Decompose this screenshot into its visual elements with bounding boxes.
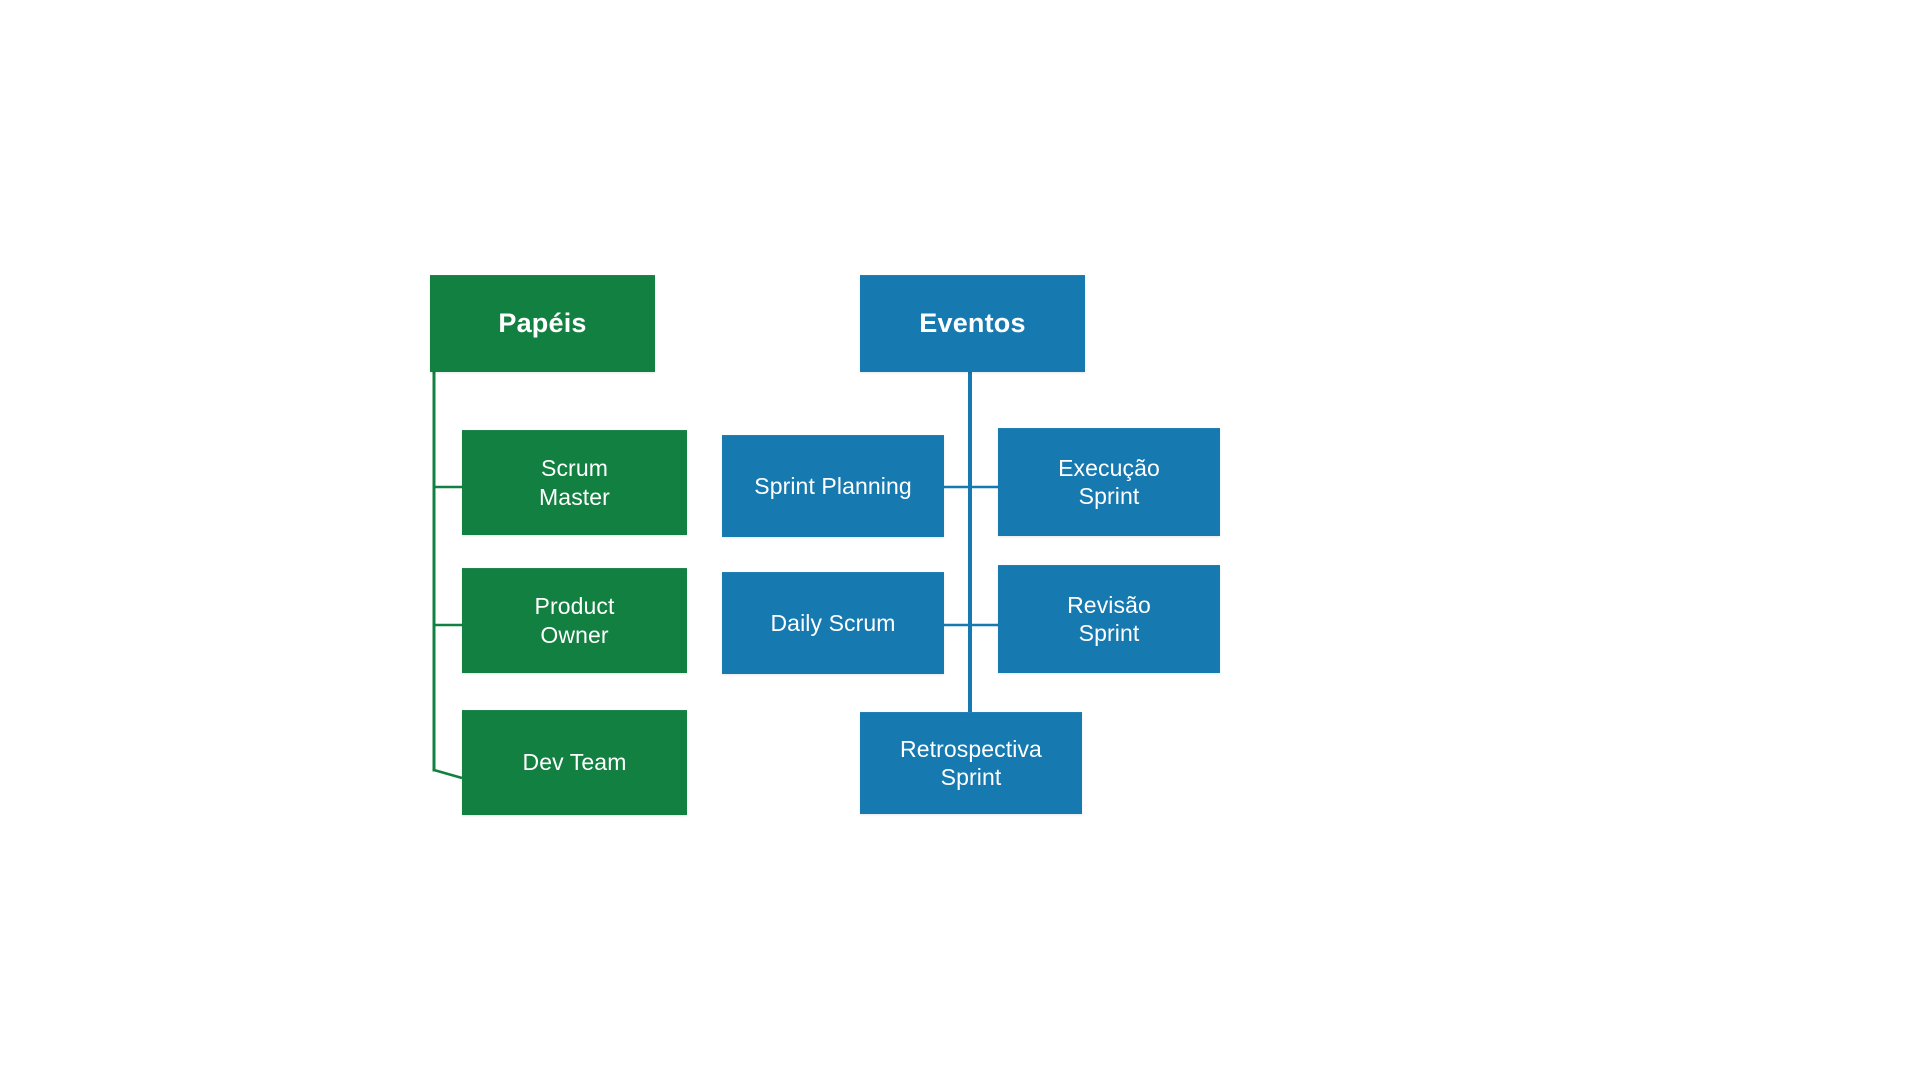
node-retrospectiva-sprint[interactable]: Retrospectiva Sprint <box>860 712 1082 814</box>
node-eventos-header[interactable]: Eventos <box>860 275 1085 372</box>
node-execucao-sprint[interactable]: Execução Sprint <box>998 428 1220 536</box>
node-product-owner[interactable]: Product Owner <box>462 568 687 673</box>
node-revisao-sprint[interactable]: Revisão Sprint <box>998 565 1220 673</box>
connector-papeis-to-dev-team <box>433 768 463 780</box>
node-sprint-planning[interactable]: Sprint Planning <box>722 435 944 537</box>
node-dev-team[interactable]: Dev Team <box>462 710 687 815</box>
node-papeis-header[interactable]: Papéis <box>430 275 655 372</box>
node-scrum-master[interactable]: Scrum Master <box>462 430 687 535</box>
node-daily-scrum[interactable]: Daily Scrum <box>722 572 944 674</box>
